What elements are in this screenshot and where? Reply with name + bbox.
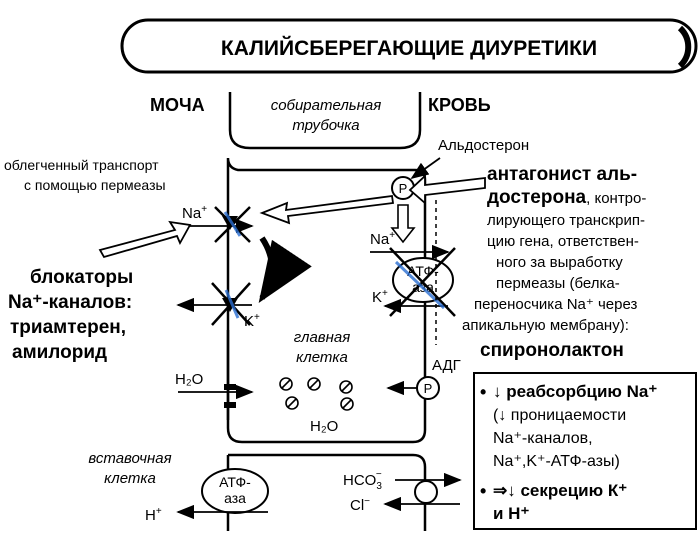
- aldosterone-receptor: Альдостерон P: [259, 137, 529, 244]
- svg-text:и Н⁺: и Н⁺: [493, 504, 529, 523]
- svg-text:пермеазы (белка-: пермеазы (белка-: [496, 275, 620, 292]
- svg-text:H+: H+: [145, 506, 162, 524]
- svg-text:H₂O: H₂O: [175, 371, 203, 388]
- svg-text:•: •: [480, 382, 486, 402]
- bicarbonate-chloride-exchanger: HCO3− Cl−: [343, 469, 462, 514]
- svg-text:блокаторы: блокаторы: [30, 267, 133, 288]
- svg-text:АДГ: АДГ: [432, 357, 461, 374]
- svg-text:достерона, контро-: достерона, контро-: [487, 187, 646, 208]
- svg-text:P: P: [399, 181, 408, 196]
- effects-box: • ↓ реабсорбцию Na⁺ (↓ проницаемости Na⁺…: [473, 372, 697, 530]
- svg-text:Альдостерон: Альдостерон: [438, 137, 529, 154]
- svg-text:переносчика Na⁺ через: переносчика Na⁺ через: [474, 296, 637, 313]
- na-channel-blockers-note: блокаторы Na⁺-каналов: триамтерен, амило…: [8, 220, 192, 363]
- urine-label: МОЧА: [150, 95, 205, 115]
- svg-text:Na⁺-каналов,: Na⁺-каналов,: [493, 430, 593, 447]
- svg-text:(↓ проницаемости: (↓ проницаемости: [493, 407, 626, 424]
- tubule-label-line2: трубочка: [292, 117, 359, 134]
- svg-text:↓ реабсорбцию Na⁺: ↓ реабсорбцию Na⁺: [493, 382, 657, 401]
- blood-label: КРОВЬ: [428, 95, 491, 115]
- svg-text:Na+: Na+: [182, 204, 207, 222]
- na-k-atpase-pump: Na+ АТФ- аза K+: [370, 230, 456, 317]
- svg-text:Na⁺,K⁺-АТФ-азы): Na⁺,K⁺-АТФ-азы): [493, 453, 620, 470]
- svg-text:аза: аза: [224, 490, 246, 506]
- principal-cell-label-line1: главная: [294, 329, 350, 346]
- title-banner: КАЛИЙСБЕРЕГАЮЩИЕ ДИУРЕТИКИ: [120, 18, 698, 74]
- svg-text:Na⁺-каналов:: Na⁺-каналов:: [8, 292, 132, 313]
- svg-text:K+: K+: [244, 312, 260, 330]
- aldosterone-antagonist-note: антагонист аль- достерона, контро- лирую…: [462, 164, 646, 361]
- tubule-label-line1: собирательная: [271, 97, 382, 114]
- page-title: КАЛИЙСБЕРЕГАЮЩИЕ ДИУРЕТИКИ: [221, 36, 597, 60]
- h-atpase-pump: АТФ- аза H+: [145, 468, 269, 524]
- intercalated-cell-label-line2: клетка: [104, 470, 156, 487]
- coupling-curved-arrow: [258, 236, 312, 303]
- cell-outlines: [226, 92, 427, 531]
- svg-text:HCO3−: HCO3−: [343, 469, 382, 492]
- svg-text:Cl−: Cl−: [350, 496, 370, 514]
- aquaporin-vesicles: [279, 377, 354, 411]
- svg-text:⇒↓ секрецию К⁺: ⇒↓ секрецию К⁺: [493, 481, 627, 500]
- adh-receptor: АДГ P: [386, 357, 461, 400]
- apical-k-channel: K+: [176, 282, 260, 330]
- svg-text:•: •: [480, 481, 486, 501]
- svg-text:лирующего транскрип-: лирующего транскрип-: [487, 212, 645, 229]
- svg-text:антагонист аль-: антагонист аль-: [487, 164, 637, 185]
- facilitated-transport-line2: с помощью пермеазы: [24, 177, 166, 193]
- water-label-center: H₂O: [310, 418, 338, 435]
- svg-text:Na+: Na+: [370, 230, 395, 248]
- svg-text:цию гена, ответствен-: цию гена, ответствен-: [487, 233, 639, 250]
- svg-text:триамтерен,: триамтерен,: [10, 317, 126, 338]
- intercalated-cell-label-line1: вставочная: [88, 450, 171, 467]
- svg-text:амилорид: амилорид: [12, 342, 107, 363]
- svg-text:АТФ-: АТФ-: [219, 474, 251, 490]
- facilitated-transport-line1: облегченный транспорт: [4, 157, 159, 173]
- apical-na-channel: Na+: [178, 204, 254, 243]
- svg-text:спиронолактон: спиронолактон: [480, 340, 624, 361]
- apical-water-channel: H₂O: [175, 330, 254, 420]
- svg-text:P: P: [424, 381, 433, 396]
- svg-text:ного за выработку: ного за выработку: [496, 254, 623, 271]
- svg-text:K+: K+: [372, 288, 388, 306]
- principal-cell-label-line2: клетка: [296, 349, 348, 366]
- svg-text:апикальную мембрану):: апикальную мембрану):: [462, 317, 629, 334]
